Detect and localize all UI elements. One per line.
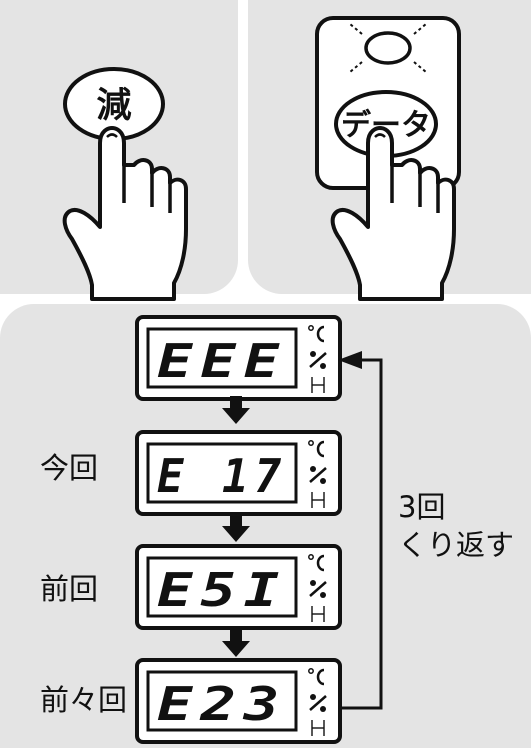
percent-icon xyxy=(309,351,327,369)
readout-value: E5I xyxy=(157,563,287,617)
celsius-icon xyxy=(308,668,325,686)
percent-icon xyxy=(309,694,327,712)
celsius-icon xyxy=(308,554,325,572)
readout-display: EEE xyxy=(135,315,342,401)
hour-icon xyxy=(311,377,325,393)
repeat-note: 3回 くり返す xyxy=(398,488,514,564)
hour-icon xyxy=(311,606,325,622)
down-arrows xyxy=(222,396,250,657)
readout-display: E23 xyxy=(135,658,342,744)
row-label-previous: 前回 xyxy=(40,572,99,606)
decrease-button-label: 減 xyxy=(96,86,131,126)
down-arrow-icon xyxy=(222,514,250,542)
readout-value: E23 xyxy=(157,677,287,731)
decrease-button[interactable]: 減 xyxy=(63,67,165,141)
pointing-hand-icon xyxy=(62,126,188,301)
repeat-loop-arrow xyxy=(338,351,383,710)
indicator-lamp-icon xyxy=(349,23,427,73)
row-label-latest: 今回 xyxy=(40,451,99,485)
percent-icon xyxy=(309,466,327,484)
readout-display: E5I xyxy=(135,544,342,630)
readout-value: EEE xyxy=(157,334,287,388)
down-arrow-icon xyxy=(222,396,250,424)
readout-value: E 17 xyxy=(157,449,287,503)
celsius-icon xyxy=(308,325,325,343)
percent-icon xyxy=(309,580,327,598)
celsius-icon xyxy=(308,440,325,458)
readout-display: E 17 xyxy=(135,430,342,516)
repeat-count: 3回 xyxy=(398,490,446,524)
hour-icon xyxy=(311,720,325,736)
repeat-text: くり返す xyxy=(398,528,515,562)
hour-icon xyxy=(311,492,325,508)
data-button[interactable]: データ xyxy=(334,90,438,158)
row-label-before-previous: 前々回 xyxy=(40,683,128,717)
down-arrow-icon xyxy=(222,629,250,657)
readout-list: EEE E 17 E5I E23 xyxy=(135,315,342,744)
